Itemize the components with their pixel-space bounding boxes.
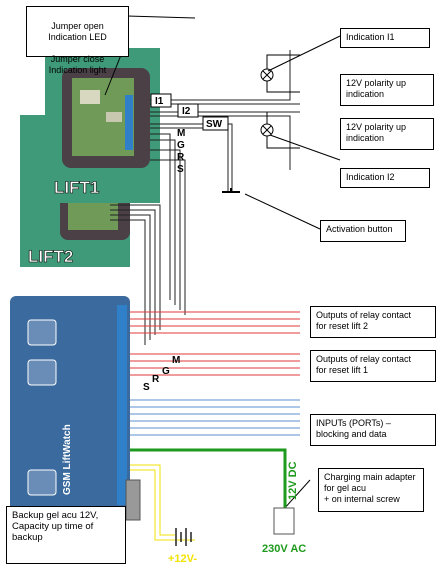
callout-outputs-lift1: Outputs of relay contact for reset lift …: [310, 350, 436, 382]
relay-outputs-lift1: [130, 353, 300, 376]
m-label-top: M: [177, 128, 185, 139]
battery-wires: [130, 464, 195, 541]
s-label-top: S: [177, 164, 184, 175]
callout-polarity-1: 12V polarity up indication: [340, 74, 434, 106]
lift1-chip: [106, 112, 122, 122]
callout-outputs-lift2: Outputs of relay contact for reset lift …: [310, 306, 436, 338]
r-label-top: R: [177, 152, 185, 163]
callout-jumper: Jumper open Indication LED Jumper close …: [26, 6, 129, 75]
lift1-relay: [80, 90, 100, 104]
dc-power-line: [130, 448, 287, 510]
i2-tag: [177, 103, 199, 118]
lift1-label: LIFT1: [54, 178, 99, 197]
callout-jumper-close: Jumper close Indication light: [48, 54, 107, 75]
lift1-wires: [110, 50, 300, 345]
callout-indication-i1: Indication I1: [340, 28, 430, 48]
callout-activation-button: Activation button: [320, 220, 406, 242]
callout-charging: Charging main adapter for gel acu + on i…: [318, 468, 424, 512]
device-name: GSM LiftWatch: [62, 424, 73, 495]
i1-tag: [150, 93, 172, 108]
r-label-bottom: R: [152, 374, 160, 385]
device-slot-3: [27, 469, 57, 496]
m-label-bottom: M: [172, 355, 180, 366]
lamp-wires: [266, 54, 300, 149]
gsm-device: [10, 296, 130, 521]
ac-label: 230V AC: [262, 543, 306, 555]
input-lines: [130, 399, 300, 436]
db9-connector: [125, 479, 141, 521]
dc-label: 12V DC: [287, 461, 299, 500]
sw-tag: [202, 116, 229, 131]
i1-label: I1: [155, 96, 164, 107]
callout-jumper-open: Jumper open Indication LED: [48, 21, 107, 42]
callout-polarity-2: 12V polarity up indication: [340, 118, 434, 150]
sw-label: SW: [206, 119, 223, 130]
battery-label: +12V-: [168, 553, 197, 565]
callout-inputs: INPUTs (PORTs) – blocking and data: [310, 414, 436, 446]
lamp-i2-cross-icon: [262, 125, 272, 135]
lamp-i1-cross-icon: [262, 70, 272, 80]
lift1-board: [72, 78, 134, 156]
device-slot-2: [27, 359, 57, 386]
g-label-bottom: G: [162, 366, 170, 377]
device-terminal-strip: [117, 305, 127, 505]
relay-outputs-lift2: [130, 311, 300, 334]
i2-label: I2: [182, 106, 191, 117]
callout-backup: Backup gel acu 12V, Capacity up time of …: [6, 506, 126, 564]
callout-indication-i2: Indication I2: [340, 168, 430, 188]
battery-icon: [175, 528, 192, 546]
adapter-icon: [273, 507, 295, 535]
activation-button-icon: [222, 188, 240, 193]
lift2-label: LIFT2: [28, 247, 73, 266]
s-label-bottom: S: [143, 382, 150, 393]
device-slot-1: [27, 319, 57, 346]
g-label-top: G: [177, 140, 185, 151]
lift1-terminal-strip: [125, 95, 133, 150]
